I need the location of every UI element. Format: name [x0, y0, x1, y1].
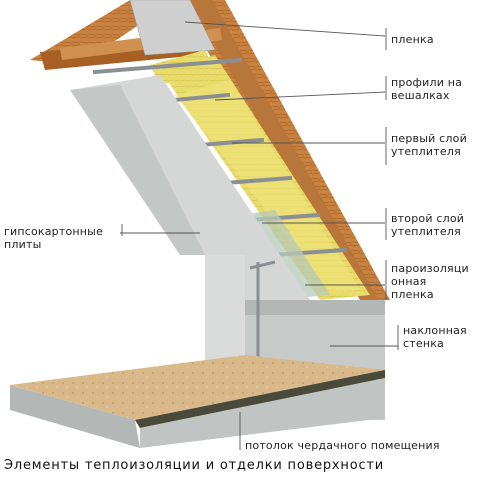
diagram-caption: Элементы теплоизоляции и отделки поверхн…: [4, 458, 385, 473]
callout-profiles: профили на вешалках: [391, 76, 463, 102]
attic-floor: [10, 355, 385, 448]
leader-lines: [120, 21, 399, 450]
callout-sloped-wall: наклонная стенка: [403, 324, 467, 350]
callout-drywall: гипсокартонные плиты: [4, 225, 104, 251]
knee-wall-studs: [249, 260, 276, 360]
membrane-film: [129, 0, 216, 56]
callout-film: пленка: [391, 33, 434, 46]
callout-insulation-first: первый слой утеплителя: [391, 132, 467, 158]
callout-vapor-barrier: пароизоляци онная пленка: [391, 262, 469, 301]
insulation-layers: [150, 50, 370, 300]
callout-insulation-second: второй слой утеплителя: [391, 212, 465, 238]
callout-attic-ceiling: потолок чердачного помещения: [245, 439, 440, 452]
